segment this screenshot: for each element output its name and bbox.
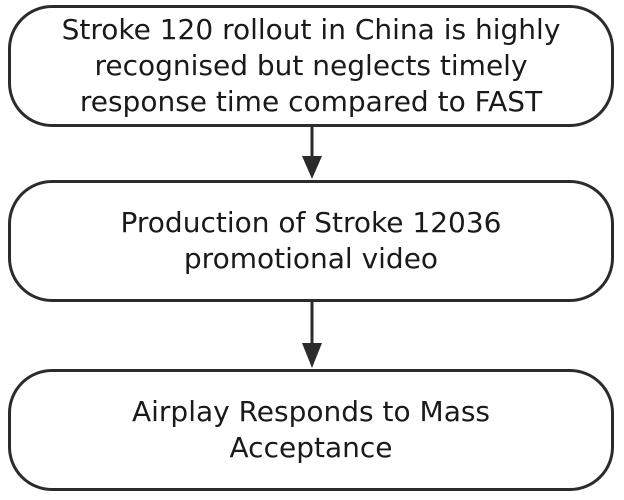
flow-node-1-line-3: response time compared to FAST: [79, 85, 543, 118]
arrow-1-head: [302, 156, 322, 179]
flow-node-1: Stroke 120 rollout in China is highly re…: [8, 5, 614, 127]
arrow-2-to-3: [302, 302, 322, 368]
flow-node-3-text: Airplay Responds to Mass Acceptance: [132, 394, 490, 466]
flow-node-3: Airplay Responds to Mass Acceptance: [8, 369, 614, 491]
flow-node-1-line-2: recognised but neglects timely: [94, 49, 528, 82]
flow-node-2-line-2: promotional video: [183, 242, 439, 275]
arrow-2-head: [302, 343, 322, 368]
flow-node-2-text: Production of Stroke 12036 promotional v…: [121, 205, 502, 277]
arrow-1-to-2: [302, 127, 322, 179]
flow-node-2: Production of Stroke 12036 promotional v…: [8, 180, 614, 302]
flow-node-1-text: Stroke 120 rollout in China is highly re…: [62, 12, 561, 120]
flow-node-3-line-2: Acceptance: [229, 431, 393, 464]
flow-node-2-line-1: Production of Stroke 12036: [120, 206, 502, 239]
flow-node-3-line-1: Airplay Responds to Mass: [131, 395, 491, 428]
flow-node-1-line-1: Stroke 120 rollout in China is highly: [61, 13, 561, 46]
